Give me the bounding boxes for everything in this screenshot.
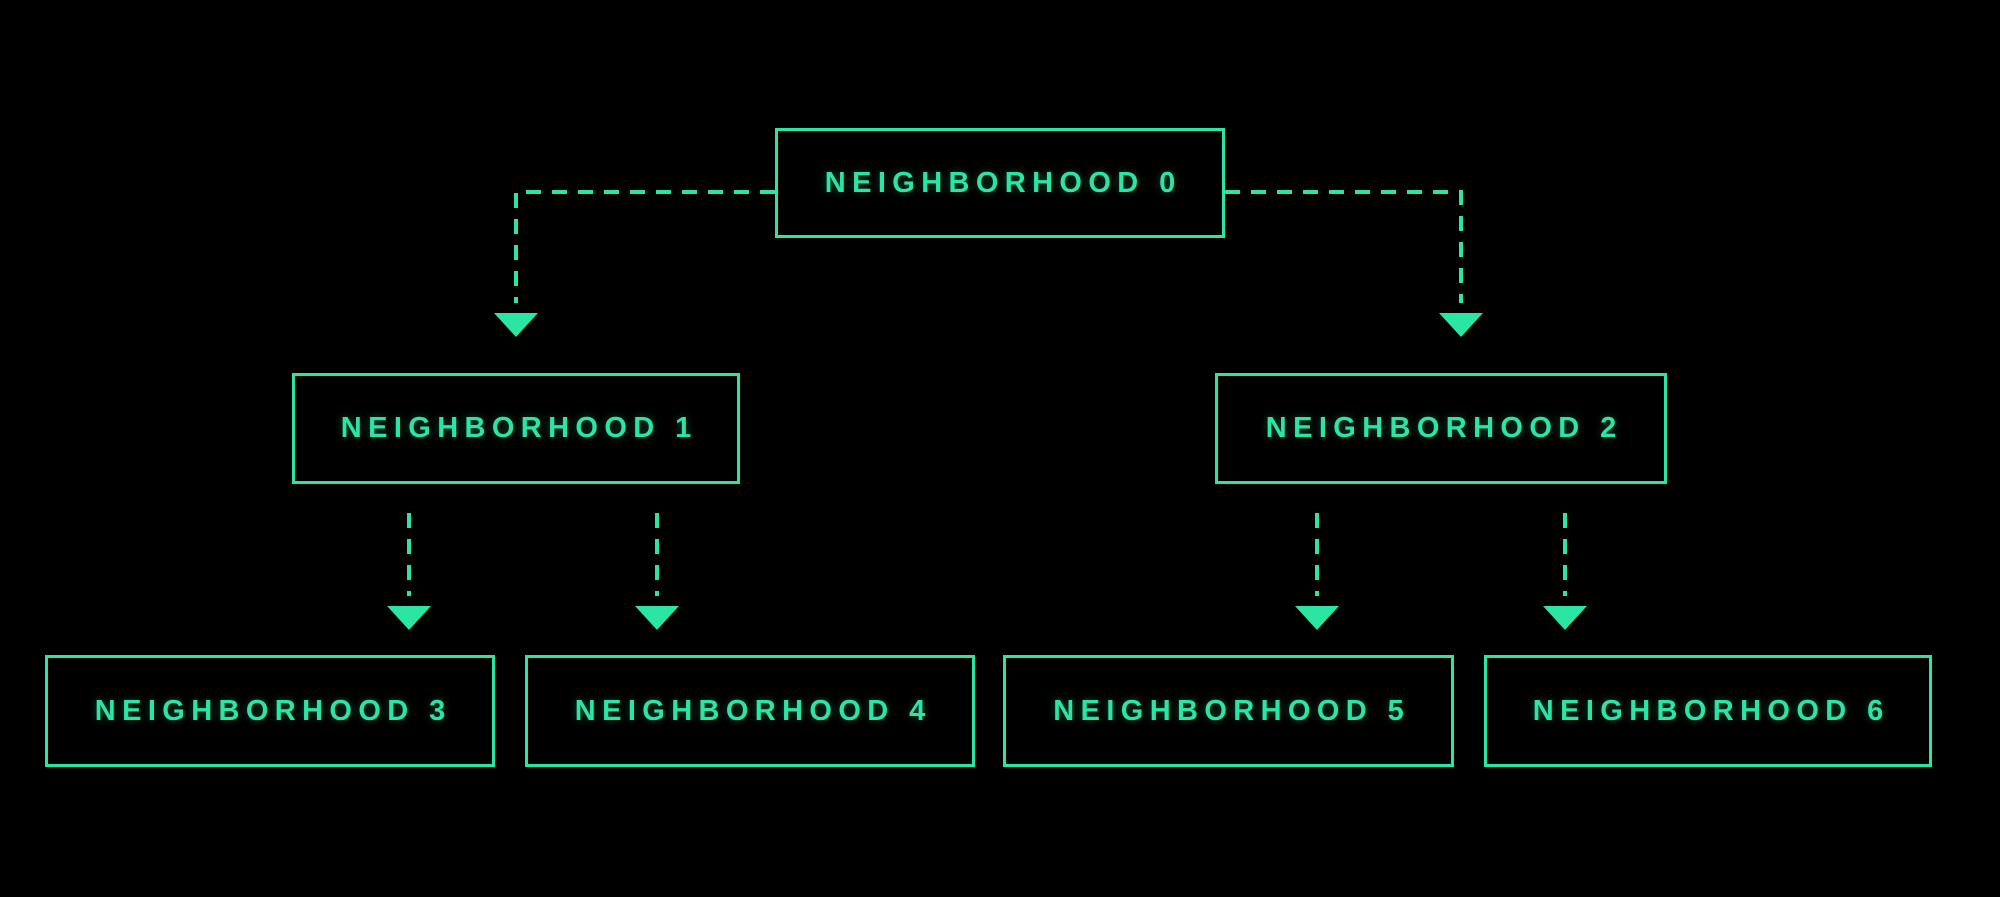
edge-neighborhood-0-to-1 <box>494 190 775 337</box>
node-label: NEIGHBORHOOD 2 <box>1265 412 1623 444</box>
node-label: NEIGHBORHOOD 5 <box>1053 694 1411 727</box>
arrowhead-down-icon <box>494 313 538 337</box>
node-neighborhood-3: NEIGHBORHOOD 3 <box>45 655 495 767</box>
node-neighborhood-1: NEIGHBORHOOD 1 <box>292 373 740 484</box>
edge-neighborhood-1-to-4 <box>635 513 679 630</box>
arrowhead-down-icon <box>1543 606 1587 630</box>
node-label: NEIGHBORHOOD 6 <box>1532 694 1890 727</box>
edge-neighborhood-2-to-6 <box>1543 513 1587 630</box>
node-label: NEIGHBORHOOD 3 <box>94 694 452 727</box>
edge-neighborhood-1-to-3 <box>387 513 431 630</box>
node-neighborhood-4: NEIGHBORHOOD 4 <box>525 655 975 767</box>
arrowhead-down-icon <box>1295 606 1339 630</box>
node-neighborhood-5: NEIGHBORHOOD 5 <box>1003 655 1454 767</box>
node-label: NEIGHBORHOOD 1 <box>340 412 698 444</box>
node-neighborhood-2: NEIGHBORHOOD 2 <box>1215 373 1667 484</box>
node-neighborhood-0: NEIGHBORHOOD 0 <box>775 128 1225 238</box>
arrowhead-down-icon <box>387 606 431 630</box>
edge-neighborhood-0-to-2 <box>1225 190 1483 337</box>
arrowhead-down-icon <box>1439 313 1483 337</box>
node-label: NEIGHBORHOOD 4 <box>574 694 932 727</box>
edge-neighborhood-2-to-5 <box>1295 513 1339 630</box>
node-label: NEIGHBORHOOD 0 <box>824 166 1182 199</box>
node-neighborhood-6: NEIGHBORHOOD 6 <box>1484 655 1932 767</box>
arrowhead-down-icon <box>635 606 679 630</box>
